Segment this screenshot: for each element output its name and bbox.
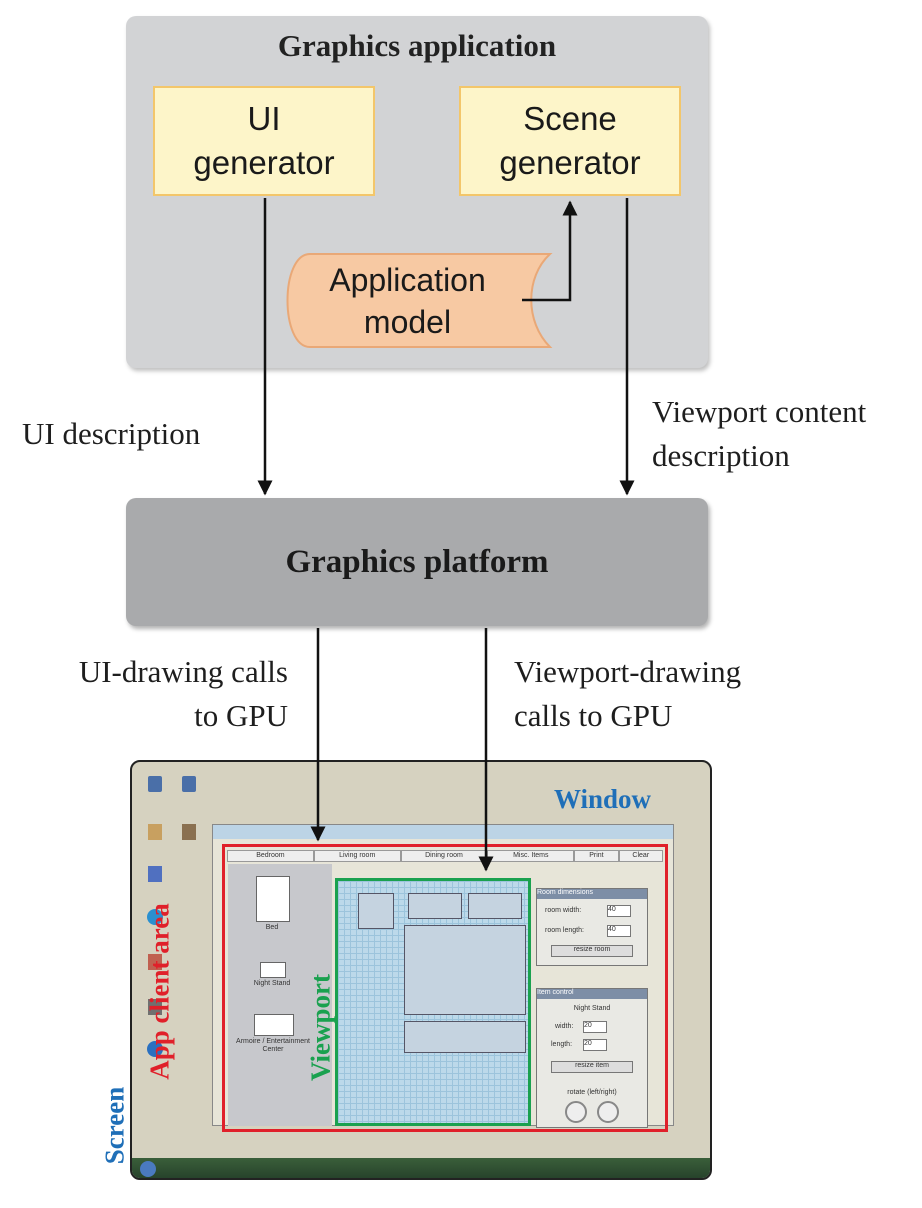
room-length-label: room length: [545, 927, 584, 934]
tab-print[interactable]: Print [574, 850, 619, 862]
tab-dining-room[interactable]: Dining room [400, 850, 488, 862]
room-item[interactable] [404, 925, 526, 1015]
room-length-input[interactable]: 40 [607, 925, 631, 937]
room-item[interactable] [404, 1021, 526, 1053]
room-width-label: room width: [545, 907, 582, 914]
ui-description-label: UI description [22, 416, 201, 451]
desktop-icons [147, 776, 196, 1057]
tab-clear[interactable]: Clear [618, 850, 663, 862]
viewport-content-description-label: Viewport content description [652, 394, 867, 473]
item-width-label: width: [555, 1023, 574, 1030]
desktop-icon [148, 824, 162, 840]
rotate-right-knob[interactable] [597, 1101, 619, 1123]
palette-armoire-label: Armoire / Entertainment Center [236, 1038, 310, 1053]
viewport-drawing-calls-label: Viewport-drawing calls to GPU [514, 654, 742, 733]
tab-misc-items[interactable]: Misc. Items [487, 850, 575, 862]
scene-generator-box: Scene generator [459, 86, 681, 196]
room-item[interactable] [468, 893, 522, 919]
tab-bedroom[interactable]: Bedroom [227, 850, 314, 862]
palette-night-stand-icon[interactable] [260, 962, 286, 978]
desktop-icon [148, 776, 196, 792]
item-control-title: Item control [537, 989, 647, 999]
graphics-application-title: Graphics application [277, 28, 557, 63]
desktop-icon [148, 954, 162, 970]
palette-armoire-icon[interactable] [254, 1014, 294, 1036]
screen-frame: Bedroom Living room Dining room Misc. It… [130, 760, 712, 1180]
desktop-icon [147, 909, 163, 925]
desktop-icon [148, 999, 162, 1015]
application-model-shape [286, 253, 553, 348]
app-client-area-border [222, 844, 668, 1132]
window-label: Window [554, 784, 652, 814]
palette-night-stand-label: Night Stand [253, 980, 291, 987]
item-length-input[interactable]: 20 [583, 1039, 607, 1051]
tab-bar: Bedroom Living room Dining room Misc. It… [227, 850, 663, 862]
room-dimensions-title: Room dimensions [537, 889, 647, 899]
palette-bed-label: Bed [265, 924, 279, 931]
ui-generator-box: UI generator [153, 86, 375, 196]
item-length-label: length: [551, 1041, 573, 1048]
room-item[interactable] [408, 893, 462, 919]
desktop-icon [148, 866, 162, 882]
model-to-scene-arrow [522, 200, 578, 302]
desktop-icon [182, 824, 196, 840]
desktop-icon [147, 1041, 163, 1057]
item-palette: Bed Night Stand Armoire / Entertainment … [228, 864, 332, 1126]
item-width-input[interactable]: 20 [583, 1021, 607, 1033]
item-control-panel: Item control Night Stand width: 20 lengt… [536, 988, 648, 1128]
taskbar [132, 1158, 710, 1178]
window-title-bar[interactable] [213, 825, 673, 839]
resize-room-button[interactable]: resize room [551, 945, 633, 957]
room-dimensions-panel: Room dimensions room width: 40 room leng… [536, 888, 648, 966]
tab-living-room[interactable]: Living room [313, 850, 401, 862]
graphics-platform-box: Graphics platform [126, 498, 708, 626]
resize-item-button[interactable]: resize item [551, 1061, 633, 1073]
rotate-left-knob[interactable] [565, 1101, 587, 1123]
ui-drawing-calls-label: UI-drawing calls to GPU [78, 654, 288, 733]
start-button[interactable] [140, 1161, 156, 1177]
application-model-label: Application model [329, 262, 486, 340]
room-item[interactable] [358, 893, 394, 929]
palette-bed-icon[interactable] [256, 876, 290, 922]
viewport[interactable] [335, 878, 531, 1126]
rotate-label: rotate (left/right) [567, 1089, 617, 1096]
room-width-input[interactable]: 40 [607, 905, 631, 917]
item-name: Night Stand [573, 1005, 611, 1012]
